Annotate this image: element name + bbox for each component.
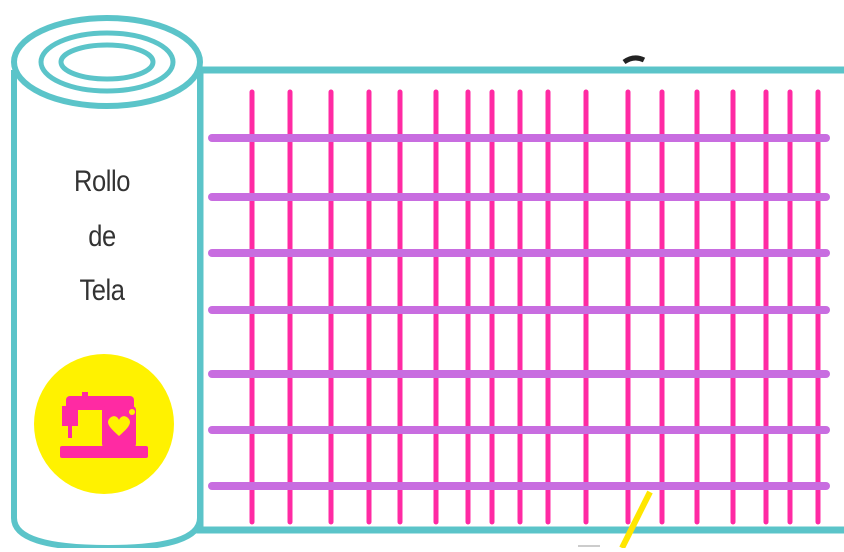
dash-mark [624,58,644,62]
roll-label-line-1: Rollo [43,165,162,199]
roll-label-line-2: de [43,220,162,254]
roll-label-line-3: Tela [43,274,162,308]
